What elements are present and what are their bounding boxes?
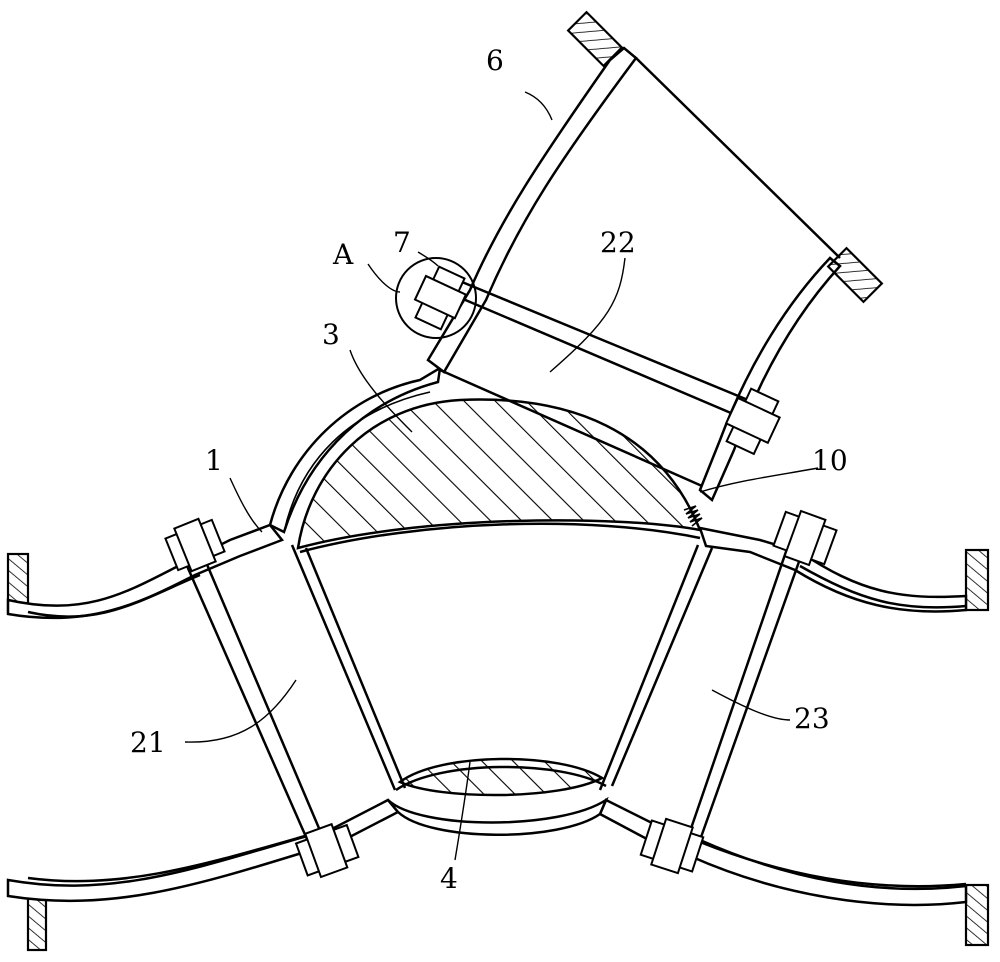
- branch-flange-top: [566, 10, 624, 68]
- label-detail-a: A: [332, 238, 354, 271]
- ball-lower-4: [397, 757, 605, 797]
- label-7: 7: [393, 226, 411, 259]
- branch-flange-right: [826, 246, 884, 304]
- label-6: 6: [486, 44, 504, 77]
- ball-upper-3: [296, 398, 703, 550]
- label-21: 21: [130, 726, 166, 759]
- bolt-lower-right: [639, 817, 705, 875]
- bolt-detail-7: [413, 265, 468, 331]
- right-flange-bottom: [964, 883, 990, 947]
- upper-left-wall: [6, 523, 285, 620]
- right-seat-23: [598, 539, 808, 847]
- leader-lines: [184, 91, 819, 861]
- label-4: 4: [440, 862, 458, 895]
- branch-left-wall: [426, 46, 638, 374]
- left-seat-21: [178, 544, 407, 847]
- label-22: 22: [600, 226, 636, 259]
- bolt-branch-right: [724, 387, 781, 456]
- label-1: 1: [205, 444, 223, 477]
- right-flange: [964, 548, 990, 612]
- flow-channel-lines: [27, 522, 967, 888]
- bolt-upper-right: [772, 509, 838, 567]
- ball-housing-arc: [268, 365, 442, 534]
- bolts: [164, 265, 838, 879]
- part-labels: 6 A 7 22 3 1 10 21 23 4: [130, 44, 848, 895]
- bolt-upper-left: [164, 517, 226, 573]
- detail-circle-a: [395, 257, 477, 339]
- label-3: 3: [322, 318, 340, 351]
- label-23: 23: [794, 702, 830, 735]
- spring-10: [683, 505, 703, 527]
- upper-right-wall: [698, 526, 968, 613]
- label-10: 10: [812, 444, 848, 477]
- bottom-bowl-wall: [387, 796, 609, 836]
- bolt-lower-left: [294, 822, 360, 879]
